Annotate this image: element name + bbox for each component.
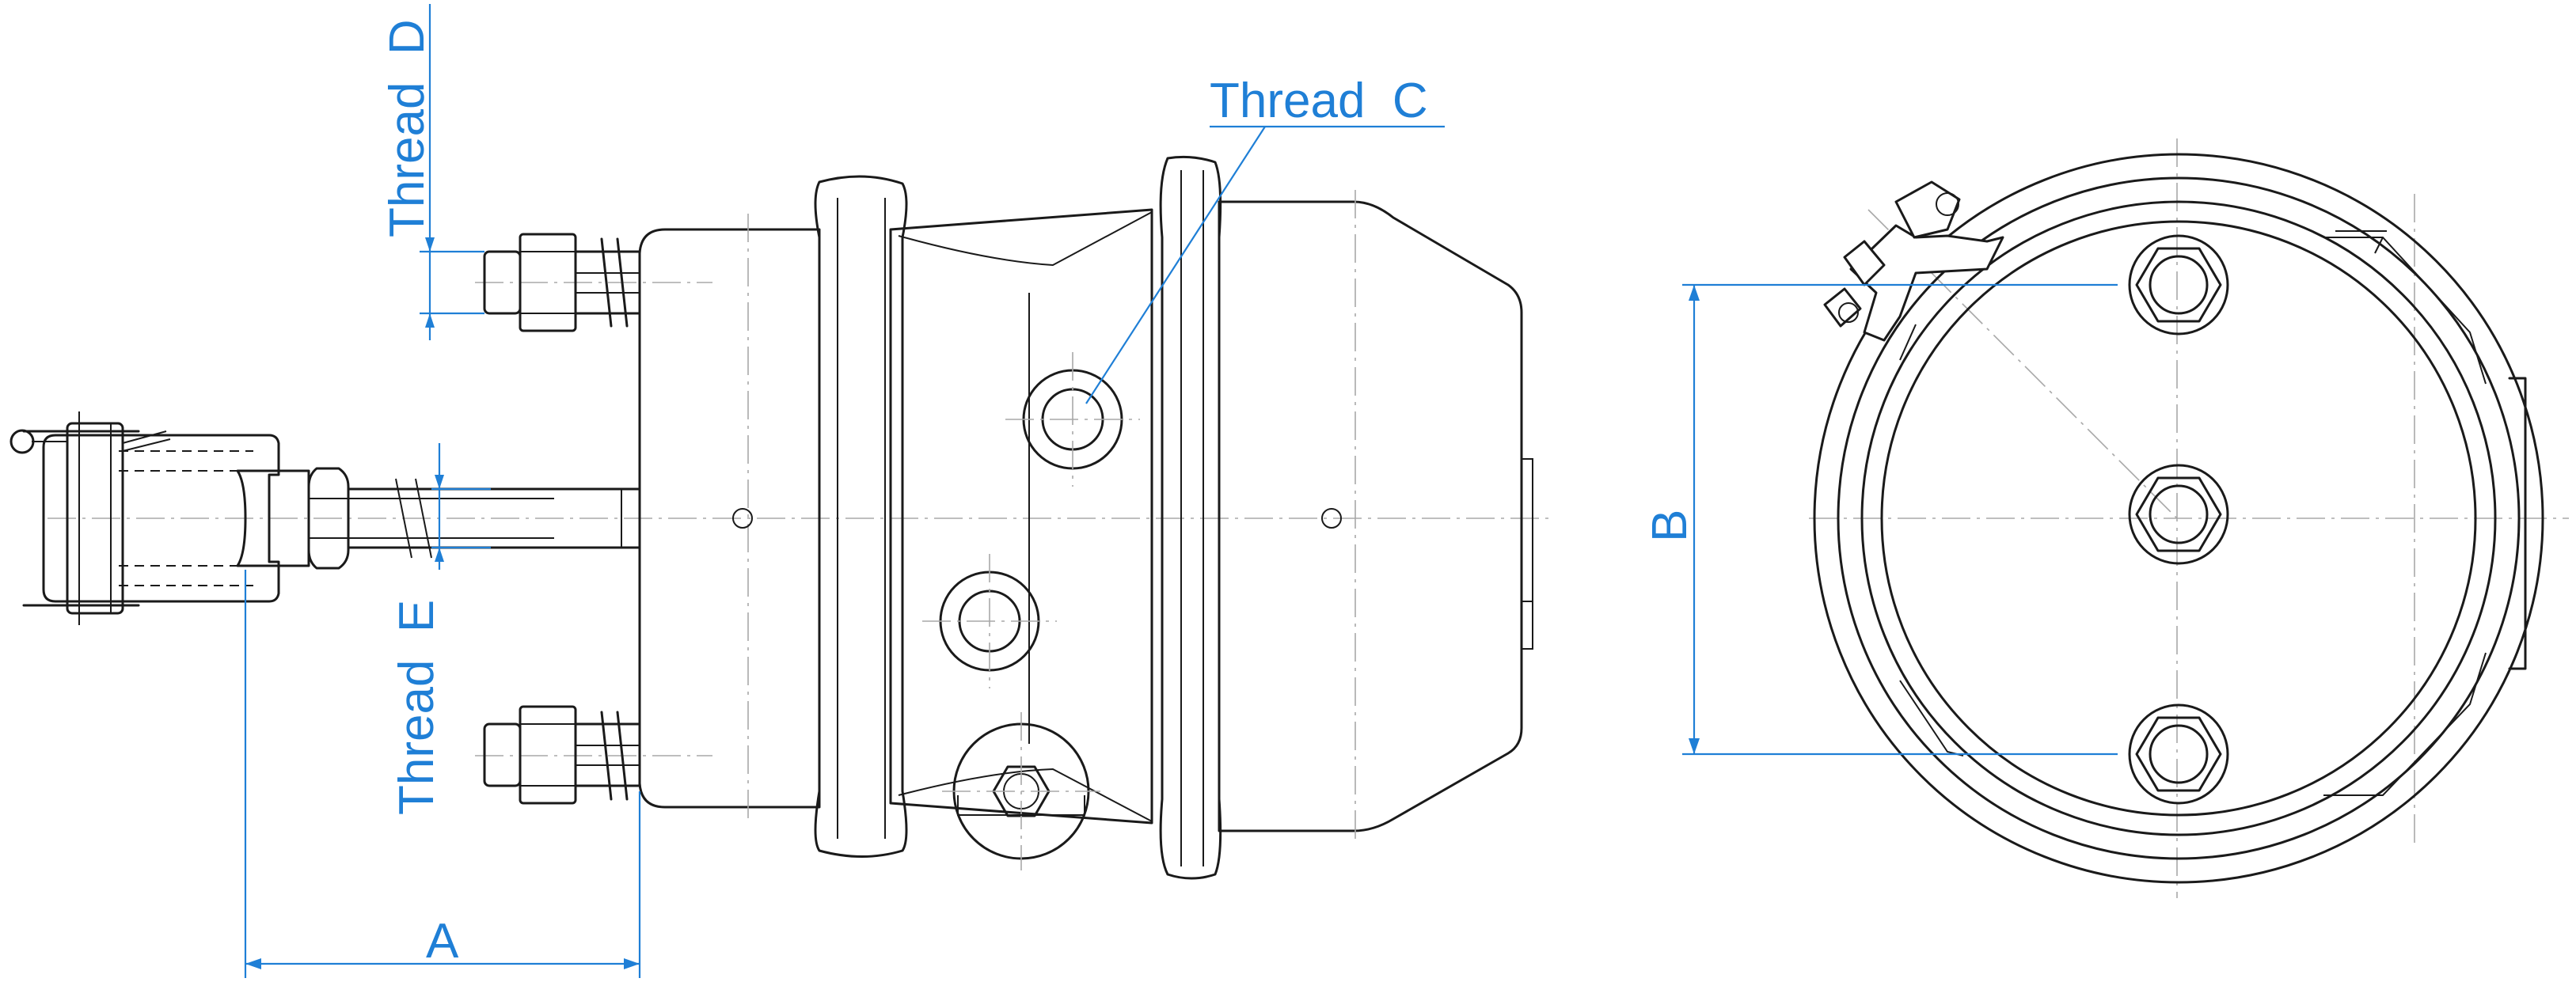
port-lower bbox=[922, 554, 1057, 688]
thread-c-leader bbox=[1085, 125, 1445, 404]
outer-clamp-ring bbox=[1813, 153, 2544, 884]
upper-stud bbox=[483, 233, 641, 332]
thread-d-label: Thread D bbox=[380, 19, 435, 237]
port-c bbox=[1005, 352, 1140, 487]
port-bottom-fitting bbox=[942, 712, 1100, 870]
dimension-b bbox=[1682, 283, 2118, 756]
clevis bbox=[9, 411, 310, 625]
dimension-a bbox=[244, 570, 641, 978]
front-view bbox=[1682, 138, 2569, 898]
dimension-b-label: B bbox=[1643, 510, 1697, 542]
thread-e-label: Thread E bbox=[389, 600, 444, 815]
side-view bbox=[9, 4, 1552, 978]
lower-stud bbox=[483, 705, 641, 805]
housing-outer-circle bbox=[1860, 200, 2497, 836]
bolt-center bbox=[2128, 464, 2229, 565]
thread-c-label: Thread C bbox=[1210, 74, 1428, 128]
middle-housing bbox=[889, 208, 1153, 825]
bolt-bottom bbox=[2128, 703, 2229, 805]
thread-e-dimension bbox=[431, 443, 491, 570]
clamp-lug bbox=[1823, 180, 2004, 342]
rear-housing bbox=[1218, 200, 1523, 832]
rear-clamp-ring bbox=[1159, 155, 1222, 880]
front-clamp-ring bbox=[814, 175, 908, 858]
housing-inner-circle bbox=[1880, 220, 2477, 817]
bolt-top bbox=[2128, 234, 2229, 336]
thread-d-dimension bbox=[420, 4, 484, 340]
dimension-a-label: A bbox=[426, 914, 459, 969]
